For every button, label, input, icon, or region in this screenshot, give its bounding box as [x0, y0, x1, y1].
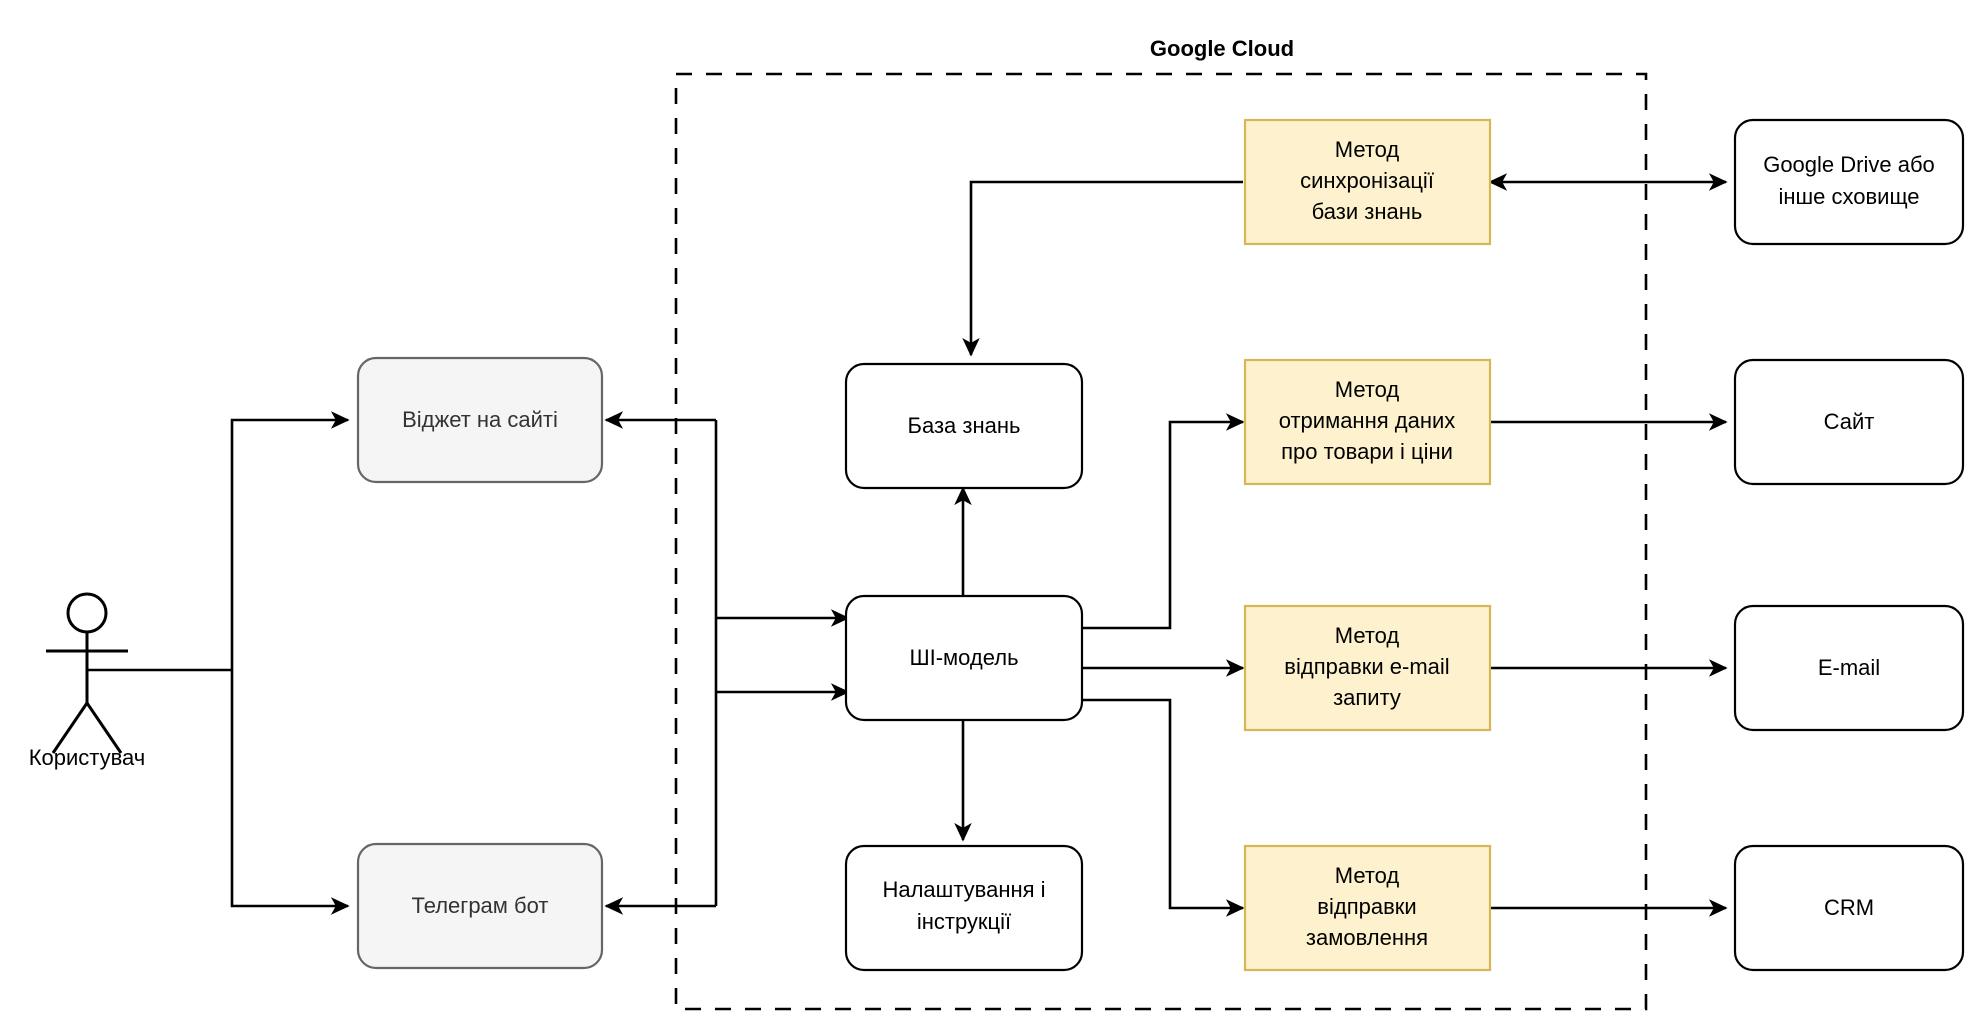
email-method-box[interactable]	[1243, 604, 1492, 732]
order-method-box[interactable]	[1243, 844, 1492, 972]
node-ai-model[interactable]: ШІ-модель	[844, 594, 1084, 722]
google-cloud-boundary-group: Google Cloud	[674, 36, 1648, 1011]
settings-label-line2: інструкції	[917, 909, 1011, 934]
telegram-box[interactable]	[356, 842, 604, 970]
email-method-label-line2: відправки e-mail	[1284, 654, 1449, 679]
knowledge-base-label: База знань	[908, 413, 1021, 438]
settings-box[interactable]	[844, 844, 1084, 972]
settings-label-line1: Налаштування і	[882, 877, 1045, 902]
order-method-label-line2: відправки	[1317, 894, 1416, 919]
edge-actor-to-telegram	[230, 670, 350, 915]
node-knowledge-base[interactable]: База знань	[844, 362, 1084, 490]
node-widget[interactable]: Віджет на сайті	[356, 356, 604, 484]
edge-syncmethod-to-knowledgebase	[962, 180, 1243, 357]
node-settings[interactable]: Налаштування і інструкції	[844, 844, 1084, 972]
widget-box[interactable]	[356, 356, 604, 484]
node-google-drive[interactable]: Google Drive або інше сховище	[1733, 118, 1965, 246]
widget-label: Віджет на сайті	[402, 407, 558, 432]
node-sync-knowledge-base[interactable]: Метод синхронізації бази знань	[1243, 118, 1492, 246]
email-box[interactable]	[1733, 604, 1965, 732]
sync-method-label-line2: синхронізації	[1300, 168, 1434, 193]
node-send-email-request[interactable]: Метод відправки e-mail запиту	[1243, 604, 1492, 732]
google-drive-label-line2: інше сховище	[1778, 184, 1919, 209]
site-box[interactable]	[1733, 358, 1965, 486]
email-method-label-line3: запиту	[1333, 685, 1401, 710]
order-method-label-line1: Метод	[1335, 863, 1400, 888]
google-drive-label-line1: Google Drive або	[1763, 152, 1935, 177]
stick-figure-actor-icon	[46, 592, 128, 754]
crm-box[interactable]	[1733, 844, 1965, 972]
knowledge-base-box[interactable]	[844, 362, 1084, 490]
telegram-label: Телеграм бот	[412, 893, 549, 918]
ai-model-box[interactable]	[844, 594, 1084, 722]
sync-method-label-line3: бази знань	[1312, 199, 1423, 224]
actor-label: Користувач	[29, 745, 146, 770]
google-cloud-dashed-border	[674, 72, 1648, 1011]
fetch-method-box[interactable]	[1243, 358, 1492, 486]
edge-actor-to-widget	[230, 411, 350, 670]
edge-aimodel-to-fetchmethod	[1078, 413, 1245, 630]
node-telegram[interactable]: Телеграм бот	[356, 842, 604, 970]
email-label: E-mail	[1818, 655, 1880, 680]
edges-layer	[87, 173, 1728, 917]
sync-method-label-line1: Метод	[1335, 137, 1400, 162]
node-email[interactable]: E-mail	[1733, 604, 1965, 732]
google-cloud-title: Google Cloud	[1150, 36, 1294, 61]
node-send-order[interactable]: Метод відправки замовлення	[1243, 844, 1492, 972]
site-label: Сайт	[1824, 409, 1875, 434]
node-site[interactable]: Сайт	[1733, 358, 1965, 486]
sync-method-box[interactable]	[1243, 118, 1492, 246]
order-method-label-line3: замовлення	[1306, 925, 1428, 950]
actor-user: Користувач	[29, 592, 146, 770]
fetch-method-label-line1: Метод	[1335, 377, 1400, 402]
crm-label: CRM	[1824, 895, 1874, 920]
fetch-method-label-line2: отримання даних	[1279, 408, 1456, 433]
email-method-label-line1: Метод	[1335, 623, 1400, 648]
node-crm[interactable]: CRM	[1733, 844, 1965, 972]
node-fetch-products-prices[interactable]: Метод отримання даних про товари і ціни	[1243, 358, 1492, 486]
google-drive-box[interactable]	[1733, 118, 1965, 246]
edge-aimodel-to-ordermethod	[1078, 698, 1245, 917]
ai-model-label: ШІ-модель	[909, 645, 1018, 670]
fetch-method-label-line3: про товари і ціни	[1281, 439, 1453, 464]
